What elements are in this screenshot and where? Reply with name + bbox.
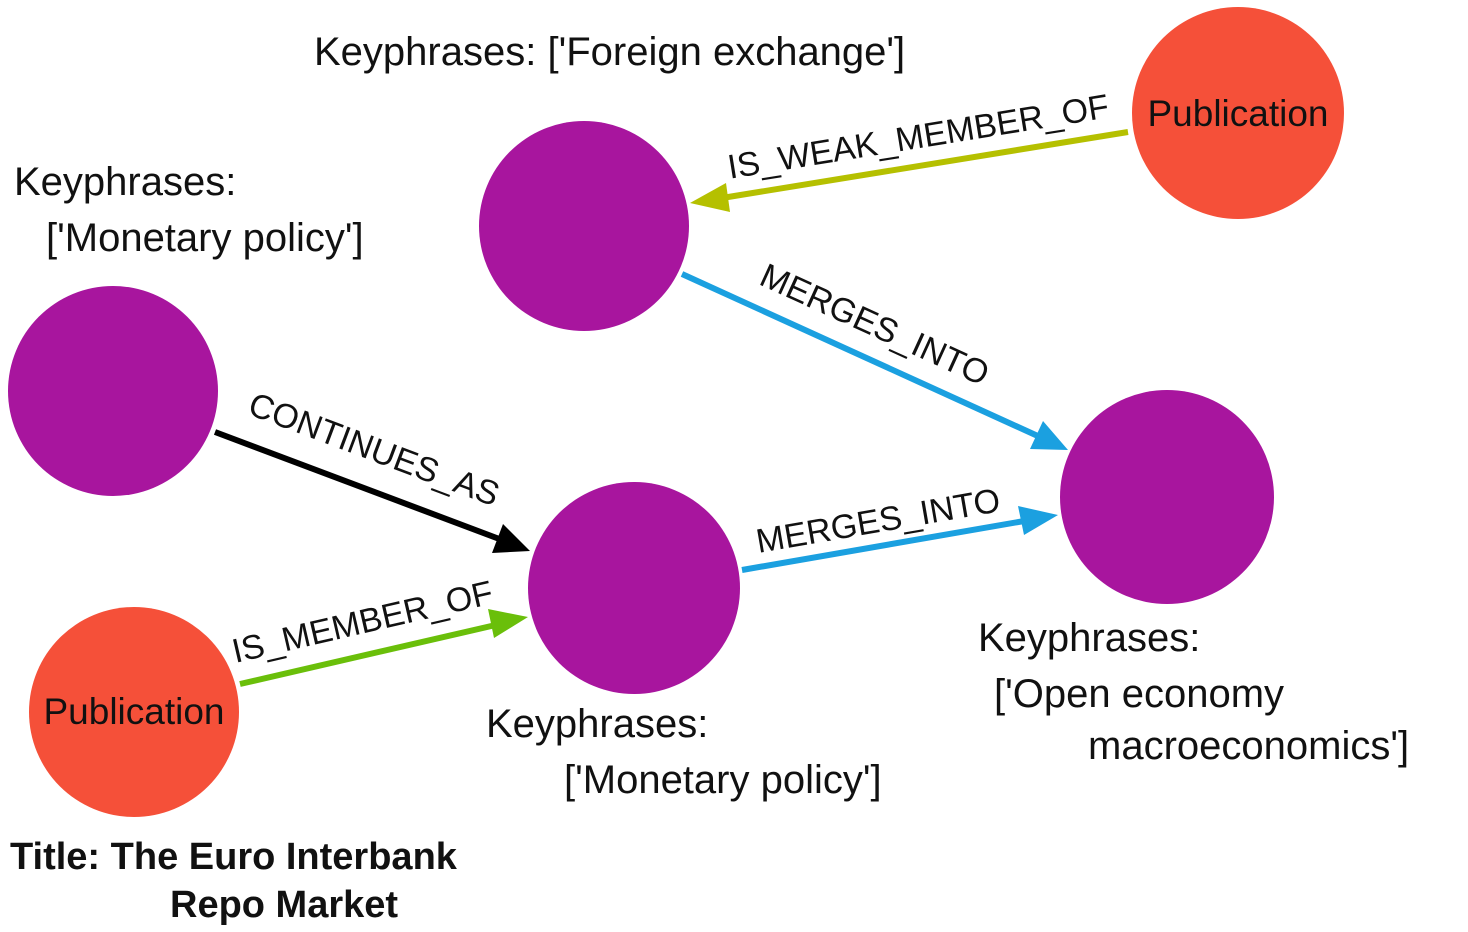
node-circle (528, 482, 740, 694)
arrowhead-icon (1018, 506, 1058, 535)
node-publication-bottom[interactable]: Publication (29, 607, 239, 817)
edge-label: IS_WEAK_MEMBER_OF (725, 88, 1112, 187)
edge-continues-as[interactable]: CONTINUES_AS (213, 385, 530, 553)
keyphrases-value: ['Open economy (994, 672, 1285, 716)
keyphrases-monetary-left: Keyphrases: ['Monetary policy'] (14, 156, 364, 264)
edge-line (680, 271, 1042, 440)
edge-line (239, 621, 501, 687)
arrowhead-icon (1030, 421, 1068, 450)
arrowhead-icon (488, 609, 528, 638)
node-label: Publication (43, 691, 224, 732)
keyphrases-value: ['Monetary policy'] (564, 758, 882, 802)
node-circle (479, 121, 689, 331)
keyphrases-value-cont: macroeconomics'] (1088, 724, 1410, 768)
edge-line (213, 429, 504, 543)
edge-is-member-of[interactable]: IS_MEMBER_OF (228, 574, 528, 687)
keyphrases-monetary-center: Keyphrases: ['Monetary policy'] (486, 698, 882, 806)
publication-title: Title: The Euro Interbank Repo Market (10, 834, 457, 929)
edge-merges-into-bottom[interactable]: MERGES_INTO (741, 481, 1058, 573)
keyphrases-heading: Keyphrases: (978, 616, 1201, 660)
node-monetary-policy-left[interactable] (8, 286, 218, 496)
edge-line (721, 129, 1129, 201)
node-circle (8, 286, 218, 496)
keyphrases-heading: Keyphrases: (14, 160, 237, 204)
title-line-1: Title: The Euro Interbank (10, 836, 457, 878)
arrowhead-icon (690, 183, 730, 212)
arrowhead-icon (492, 524, 530, 553)
node-monetary-policy-center[interactable] (528, 482, 740, 694)
keyphrases-text: Keyphrases: ['Foreign exchange'] (314, 30, 906, 74)
node-publication-top[interactable]: Publication (1132, 7, 1344, 219)
edge-merges-into-top[interactable]: MERGES_INTO (680, 257, 1068, 450)
keyphrases-value: ['Monetary policy'] (46, 216, 364, 260)
edge-is-weak-member-of[interactable]: IS_WEAK_MEMBER_OF (690, 88, 1129, 212)
keyphrases-foreign-exchange: Keyphrases: ['Foreign exchange'] (314, 26, 905, 78)
keyphrases-heading: Keyphrases: (486, 702, 709, 746)
edge-line (741, 517, 1031, 573)
node-circle (29, 607, 239, 817)
title-line-2: Repo Market (170, 883, 399, 926)
node-open-economy[interactable] (1060, 390, 1274, 604)
keyphrases-open-economy: Keyphrases: ['Open economy macroeconomic… (978, 612, 1409, 772)
node-foreign-exchange[interactable] (479, 121, 689, 331)
node-circle (1132, 7, 1344, 219)
node-circle (1060, 390, 1274, 604)
node-label: Publication (1147, 93, 1328, 134)
